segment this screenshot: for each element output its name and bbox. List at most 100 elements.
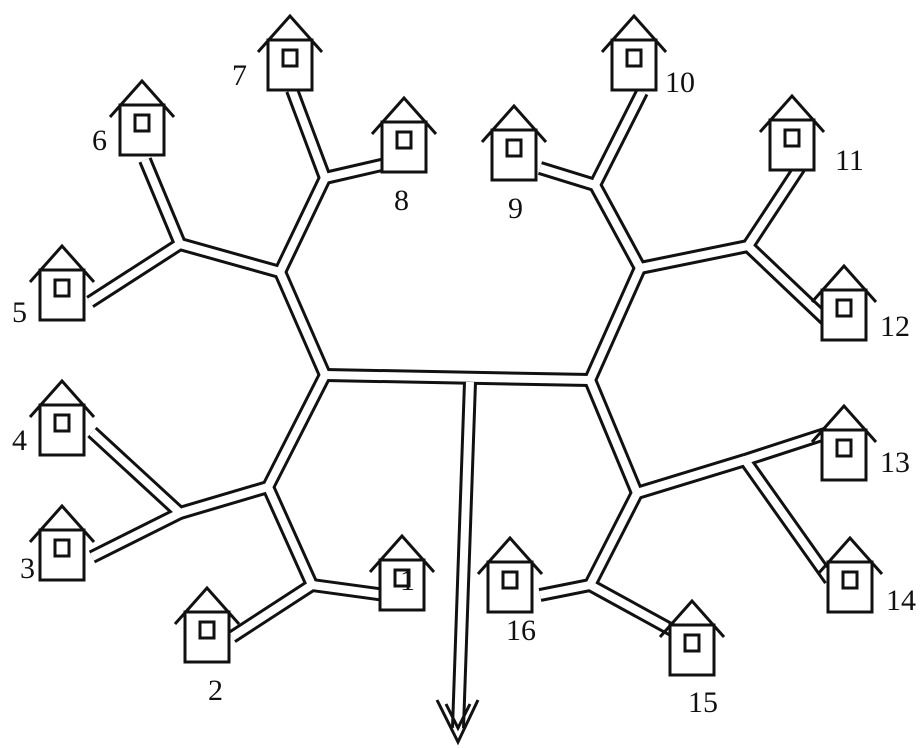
road-segment-fill <box>744 164 804 249</box>
house-icon <box>758 93 826 172</box>
outlet-road-fill <box>454 381 474 729</box>
house-label-14: 14 <box>886 584 916 617</box>
road-segment-fill <box>276 270 329 377</box>
house-window <box>395 130 413 150</box>
house-window <box>835 298 853 318</box>
house-icon <box>173 585 241 664</box>
house-icon <box>810 403 878 482</box>
house-icon <box>810 263 878 342</box>
road-segment-fill <box>586 266 644 382</box>
house-roof <box>173 585 241 625</box>
house-icon <box>28 243 96 322</box>
house-icon <box>600 13 668 92</box>
road-segment-fill <box>639 242 749 272</box>
road-segment-fill <box>591 90 646 187</box>
road-segment-fill <box>635 456 747 497</box>
house-label-2: 2 <box>208 674 223 707</box>
road-segment-fill <box>178 483 270 517</box>
house-window <box>133 113 151 133</box>
house-window <box>53 413 71 433</box>
outlet-road <box>435 381 480 746</box>
house-label-16: 16 <box>506 614 536 647</box>
house-icon <box>28 378 96 457</box>
house-body <box>826 560 874 614</box>
house-window <box>505 138 523 158</box>
house-label-1: 1 <box>400 564 415 597</box>
houses-group <box>28 13 884 677</box>
house-label-10: 10 <box>665 66 695 99</box>
house-icon <box>370 95 438 174</box>
house-window <box>53 538 71 558</box>
house-window <box>835 438 853 458</box>
house-roof <box>28 378 96 418</box>
road-segment-fill <box>324 159 391 182</box>
house-roof <box>256 13 324 53</box>
house-icon <box>476 535 544 614</box>
road-segment-fill <box>591 183 644 270</box>
house-label-9: 9 <box>508 192 523 225</box>
down-arrow-icon <box>435 699 480 746</box>
house-roof <box>658 598 726 638</box>
house-roof <box>600 13 668 53</box>
house-window <box>783 128 801 148</box>
house-roof <box>108 78 176 118</box>
house-icon <box>480 103 548 182</box>
house-roof <box>28 243 96 283</box>
house-roof <box>758 93 826 133</box>
house-roof <box>28 503 96 543</box>
house-label-15: 15 <box>688 686 718 719</box>
house-roof <box>480 103 548 143</box>
road-segment-fill <box>588 581 674 634</box>
house-icon <box>368 533 436 612</box>
road-segment-fill <box>538 164 597 189</box>
road-segment-fill <box>264 373 329 489</box>
road-fills <box>87 88 834 641</box>
road-segment-fill <box>89 429 183 516</box>
house-label-6: 6 <box>92 124 107 157</box>
house-icon <box>28 503 96 582</box>
arrow-inner-chevron <box>444 703 472 732</box>
road-network <box>86 87 836 643</box>
house-window <box>841 570 859 590</box>
house-window <box>683 633 701 653</box>
road-segment-fill <box>324 371 591 384</box>
house-label-4: 4 <box>12 424 27 457</box>
road-segment-fill <box>178 240 282 276</box>
house-body <box>486 560 534 614</box>
road-segment-fill <box>141 158 184 246</box>
house-window <box>281 48 299 68</box>
house-icon <box>816 535 884 614</box>
house-window <box>501 570 519 590</box>
house-icon <box>658 598 726 677</box>
road-segment-fill <box>586 491 641 587</box>
house-roof <box>810 403 878 443</box>
house-window <box>198 620 216 640</box>
house-label-12: 12 <box>880 310 910 343</box>
house-window <box>625 48 643 68</box>
road-segment-fill <box>276 176 329 274</box>
house-roof <box>368 533 436 573</box>
road-segment-fill <box>539 581 591 599</box>
house-window <box>53 278 71 298</box>
house-icon <box>108 78 176 157</box>
house-label-13: 13 <box>880 446 910 479</box>
house-label-8: 8 <box>394 184 409 217</box>
road-segment-fill <box>90 509 182 561</box>
house-roof <box>476 535 544 575</box>
road-segment-fill <box>288 88 329 180</box>
road-segment-fill <box>745 243 831 325</box>
house-label-7: 7 <box>232 59 247 92</box>
house-roof <box>810 263 878 303</box>
road-segment-fill <box>311 581 386 599</box>
house-roof <box>816 535 884 575</box>
road-segment-fill <box>741 457 834 583</box>
house-label-5: 5 <box>12 296 27 329</box>
house-body <box>38 268 86 322</box>
house-label-3: 3 <box>20 552 35 585</box>
road-segment-fill <box>229 581 315 641</box>
road-segment-fill <box>87 240 183 306</box>
house-window <box>393 568 411 588</box>
house-label-11: 11 <box>835 144 864 177</box>
